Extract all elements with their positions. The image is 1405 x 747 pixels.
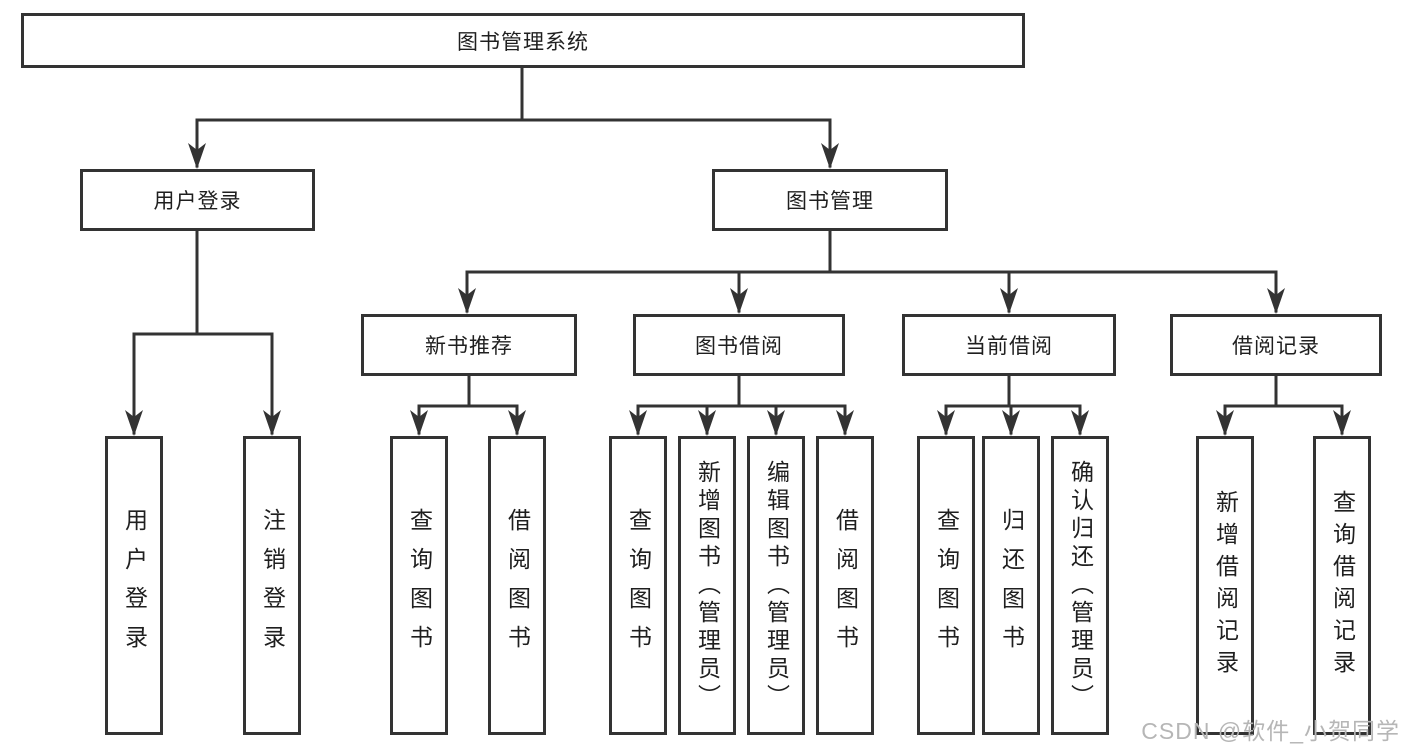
node-label: 查询借阅记录 — [1329, 489, 1356, 682]
node-label: 借阅记录 — [1232, 335, 1320, 358]
node-label: 图书借阅 — [695, 335, 783, 358]
node-label: 归还图书 — [998, 507, 1025, 664]
connector-strokes — [132, 66, 1344, 435]
node-label: 借阅图书 — [832, 507, 859, 664]
node-label: 新书推荐 — [425, 335, 513, 358]
node-label: 查询图书 — [933, 507, 960, 664]
leaf-confirm-return-admin: 确认归还（管理员） — [1051, 436, 1109, 735]
node-new-book-recommend: 新书推荐 — [361, 314, 577, 376]
leaf-add-borrow-record: 新增借阅记录 — [1196, 436, 1254, 735]
node-book-management: 图书管理 — [712, 169, 948, 231]
node-label: 用户登录 — [153, 190, 242, 213]
node-label: 借阅图书 — [504, 507, 531, 664]
node-label: 图书管理系统 — [457, 30, 589, 54]
node-label: 当前借阅 — [965, 335, 1053, 358]
node-label: 新增图书（管理员） — [694, 459, 721, 712]
node-label: 查询图书 — [625, 507, 652, 664]
node-label: 新增借阅记录 — [1212, 489, 1239, 682]
leaf-return-books: 归还图书 — [982, 436, 1040, 735]
leaf-query-books-current: 查询图书 — [917, 436, 975, 735]
csdn-watermark: CSDN @软件_小贺同学 — [1141, 718, 1400, 744]
node-label: 注销登录 — [259, 507, 286, 664]
node-book-borrow: 图书借阅 — [633, 314, 845, 376]
node-library-management-system: 图书管理系统 — [21, 13, 1025, 68]
node-label: 查询图书 — [406, 507, 433, 664]
node-user-login: 用户登录 — [80, 169, 315, 231]
node-label: 确认归还（管理员） — [1067, 459, 1094, 712]
leaf-borrow-books-recommend: 借阅图书 — [488, 436, 546, 735]
leaf-query-borrow-record: 查询借阅记录 — [1313, 436, 1371, 735]
leaf-edit-books-admin: 编辑图书（管理员） — [747, 436, 805, 735]
node-label: 用户登录 — [121, 507, 148, 664]
arrowheads — [125, 143, 1351, 436]
leaf-add-books-admin: 新增图书（管理员） — [678, 436, 736, 735]
leaf-query-books-borrow: 查询图书 — [609, 436, 667, 735]
node-borrow-records: 借阅记录 — [1170, 314, 1382, 376]
node-current-borrow: 当前借阅 — [902, 314, 1116, 376]
leaf-user-login: 用户登录 — [105, 436, 163, 735]
leaf-query-books-recommend: 查询图书 — [390, 436, 448, 735]
leaf-logout: 注销登录 — [243, 436, 301, 735]
node-label: 图书管理 — [786, 190, 874, 213]
node-label: 编辑图书（管理员） — [763, 459, 790, 712]
leaf-borrow-books: 借阅图书 — [816, 436, 874, 735]
